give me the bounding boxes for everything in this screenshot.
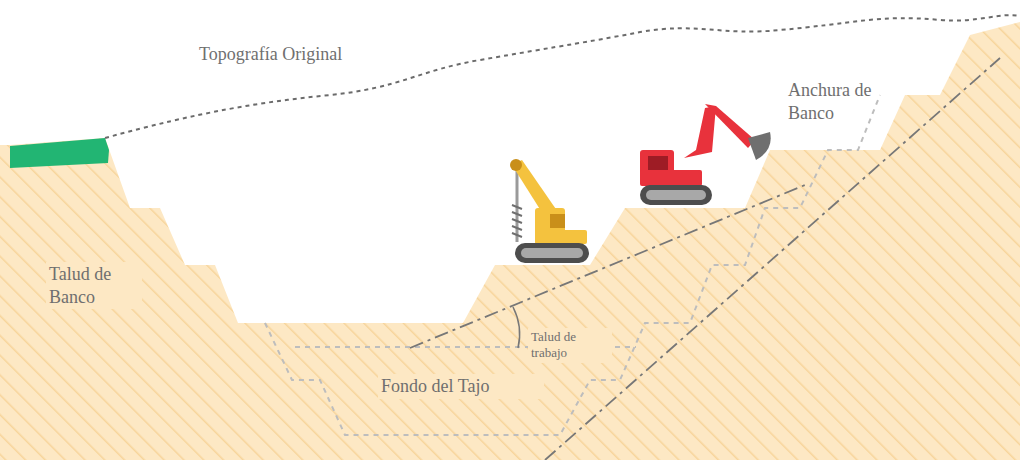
topography-label: Topografía Original [196, 42, 462, 67]
working-slope-line [410, 185, 805, 348]
ground [0, 22, 1020, 460]
slope-angle-arc [513, 307, 520, 348]
pit-bottom-label: Fondo del Tajo [378, 374, 544, 399]
excavator [640, 104, 771, 205]
original-topography [105, 15, 1020, 138]
future-pit-outline [265, 95, 880, 435]
bench-width-label: Anchura de Banco [785, 78, 896, 125]
working-slope-label: Talud de trabajo [528, 328, 612, 363]
drill-rig [510, 159, 589, 263]
bench-slope-label: Talud de Banco [46, 262, 142, 309]
final-slope-line [545, 58, 1000, 460]
vegetation [10, 138, 109, 168]
